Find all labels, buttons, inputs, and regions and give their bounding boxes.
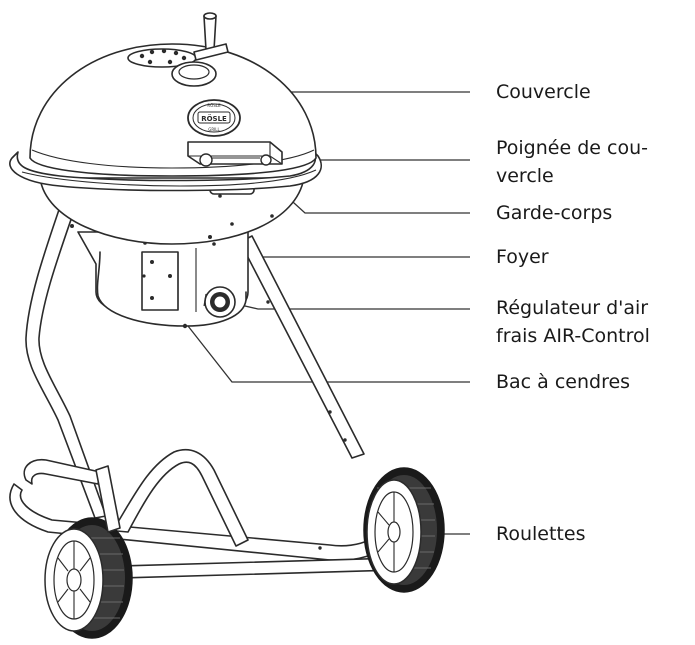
leader-air-regulator bbox=[231, 302, 470, 310]
lid-logo-badge: RÖSLE RÖSLE GRILL bbox=[187, 99, 241, 137]
leader-ash-tray bbox=[187, 325, 470, 383]
label-lid-handle-line1: Poignée de cou- bbox=[496, 137, 648, 159]
lid-thermometer bbox=[171, 61, 217, 87]
lid-handle bbox=[187, 141, 283, 167]
label-firebox: Foyer bbox=[496, 246, 549, 268]
label-air-regulator-line2: frais AIR-Control bbox=[496, 325, 650, 347]
wheel-right bbox=[363, 467, 445, 593]
bowl bbox=[39, 177, 305, 245]
air-control-knob bbox=[203, 286, 236, 318]
vent-handle bbox=[193, 12, 229, 61]
lid-vent bbox=[127, 48, 197, 68]
label-lid-handle-line2: vercle bbox=[496, 165, 554, 187]
wheel-left bbox=[44, 517, 133, 639]
label-guard-rail: Garde-corps bbox=[496, 202, 613, 224]
logo-top-text: RÖSLE bbox=[207, 103, 221, 108]
label-air-regulator-line1: Régulateur d'air bbox=[496, 297, 649, 319]
label-ash-tray: Bac à cendres bbox=[496, 371, 631, 393]
logo-center-text: RÖSLE bbox=[201, 114, 227, 123]
leader-firebox bbox=[247, 239, 470, 258]
rear-frame bbox=[25, 197, 365, 519]
logo-bottom-text: GRILL bbox=[208, 127, 220, 132]
label-lid: Couvercle bbox=[496, 81, 591, 103]
front-leg bbox=[95, 465, 121, 533]
label-wheels: Roulettes bbox=[496, 523, 586, 545]
